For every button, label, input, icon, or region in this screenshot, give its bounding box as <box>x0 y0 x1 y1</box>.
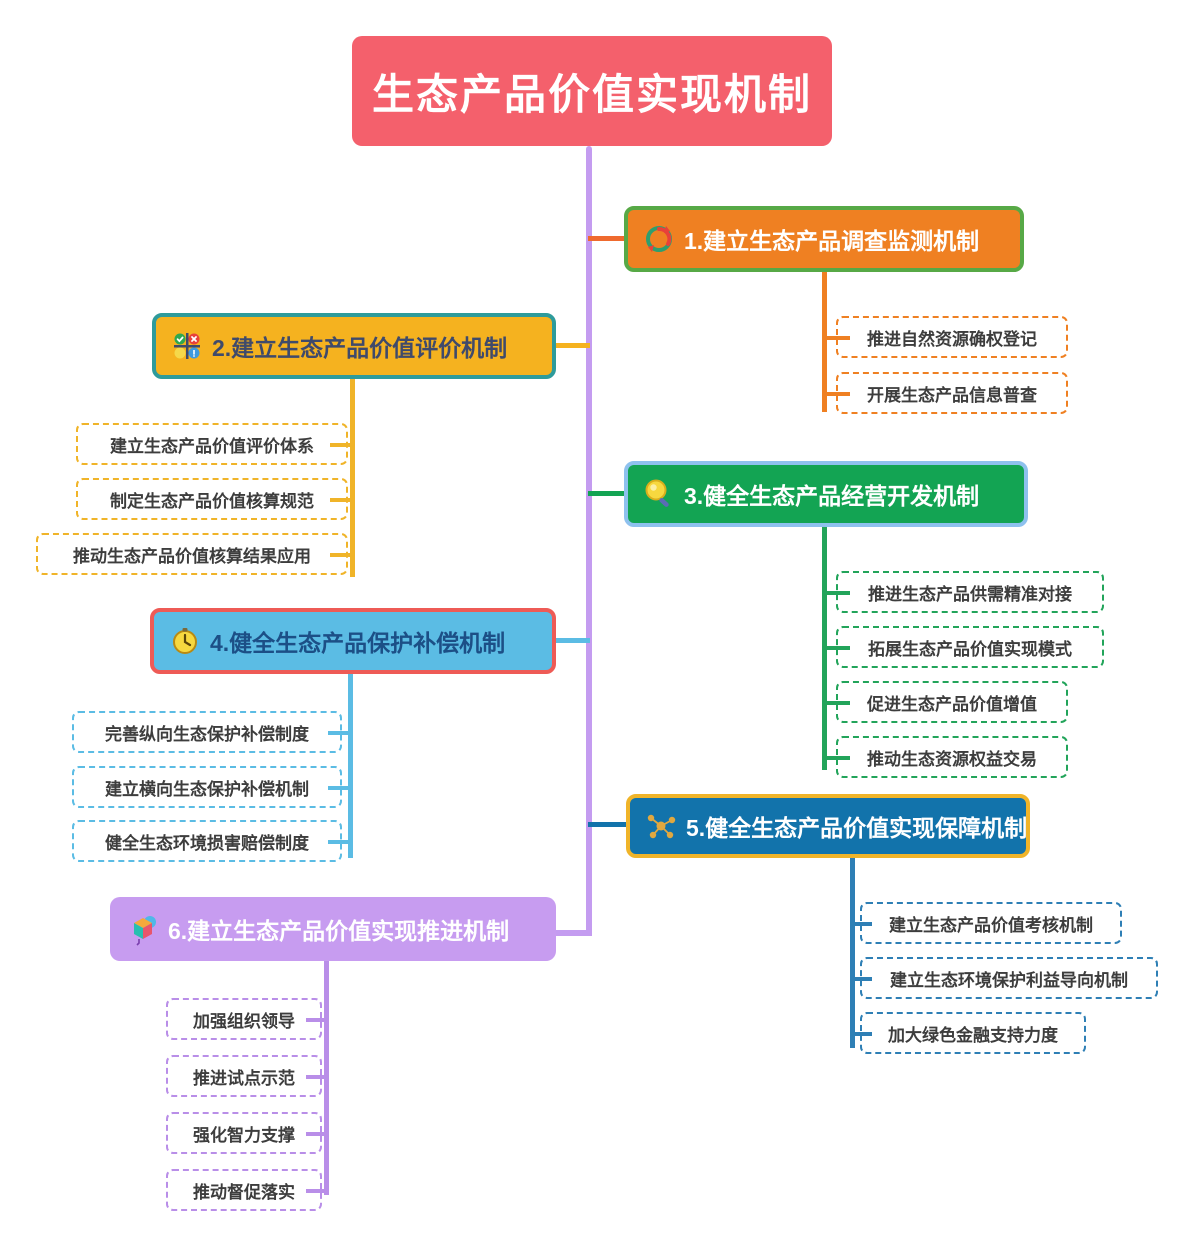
branch-label-5: 5.健全生态产品价值实现保障机制 <box>686 815 1028 841</box>
leaf-label-4-2: 建立横向生态保护补偿机制 <box>105 779 309 799</box>
leaf-label-5-1: 建立生态产品价值考核机制 <box>889 915 1093 935</box>
recycle-icon <box>642 222 676 256</box>
leaf-node-6-1[interactable]: 加强组织领导 <box>166 998 322 1040</box>
leaf-label-2-2: 制定生态产品价值核算规范 <box>110 491 314 511</box>
branch-node-5[interactable]: 5.健全生态产品价值实现保障机制 <box>626 794 1030 858</box>
leaf-label-4-1: 完善纵向生态保护补偿制度 <box>105 724 309 744</box>
leaf-label-1-1: 推进自然资源确权登记 <box>867 329 1037 349</box>
spine-branch-5 <box>850 858 855 1048</box>
leaf-node-6-4[interactable]: 推动督促落实 <box>166 1169 322 1211</box>
connector-branch-6 <box>552 930 592 936</box>
connector-branch-4 <box>552 638 590 643</box>
leaf-node-5-2[interactable]: 建立生态环境保护利益导向机制 <box>860 957 1158 999</box>
stub-6-2 <box>306 1075 328 1079</box>
leaf-node-4-1[interactable]: 完善纵向生态保护补偿制度 <box>72 711 342 753</box>
branch-node-1[interactable]: 1.建立生态产品调查监测机制 <box>624 206 1024 272</box>
connector-branch-5 <box>588 822 628 827</box>
leaf-node-3-2[interactable]: 拓展生态产品价值实现模式 <box>836 626 1104 668</box>
leaf-label-6-4: 推动督促落实 <box>193 1182 295 1202</box>
leaf-label-3-4: 推动生态资源权益交易 <box>867 749 1037 769</box>
leaf-node-1-1[interactable]: 推进自然资源确权登记 <box>836 316 1068 358</box>
leaf-node-5-3[interactable]: 加大绿色金融支持力度 <box>860 1012 1086 1054</box>
connector-branch-1 <box>588 236 628 241</box>
branch-label-1: 1.建立生态产品调查监测机制 <box>684 228 980 254</box>
spine-branch-1 <box>822 272 827 412</box>
stub-2-1 <box>330 443 354 447</box>
stub-2-2 <box>330 498 354 502</box>
spine-branch-4 <box>348 674 353 858</box>
stub-6-1 <box>306 1018 328 1022</box>
network-nodes-icon <box>644 809 678 843</box>
branch-label-2: 2.建立生态产品价值评价机制 <box>212 335 508 361</box>
stub-2-3 <box>330 553 354 557</box>
leaf-node-3-3[interactable]: 促进生态产品价值增值 <box>836 681 1068 723</box>
stub-6-3 <box>306 1132 328 1136</box>
leaf-node-2-1[interactable]: 建立生态产品价值评价体系 <box>76 423 348 465</box>
leaf-label-5-2: 建立生态环境保护利益导向机制 <box>890 970 1128 990</box>
branch-label-4: 4.健全生态产品保护补偿机制 <box>210 630 506 656</box>
matrix-grid-icon <box>170 329 204 363</box>
leaf-node-4-2[interactable]: 建立横向生态保护补偿机制 <box>72 766 342 808</box>
leaf-node-6-3[interactable]: 强化智力支撑 <box>166 1112 322 1154</box>
branch-node-2[interactable]: 2.建立生态产品价值评价机制 <box>152 313 556 379</box>
branch-node-4[interactable]: 4.健全生态产品保护补偿机制 <box>150 608 556 674</box>
leaf-label-3-3: 促进生态产品价值增值 <box>867 694 1037 714</box>
root-title-label: 生态产品价值实现机制 <box>371 70 812 118</box>
clock-icon <box>168 624 202 658</box>
leaf-label-6-1: 加强组织领导 <box>193 1011 295 1031</box>
magnifier-icon <box>642 477 676 511</box>
leaf-node-4-3[interactable]: 健全生态环境损害赔偿制度 <box>72 820 342 862</box>
branch-label-3: 3.健全生态产品经营开发机制 <box>684 483 980 509</box>
leaf-node-5-1[interactable]: 建立生态产品价值考核机制 <box>860 902 1122 944</box>
leaf-node-6-2[interactable]: 推进试点示范 <box>166 1055 322 1097</box>
leaf-node-3-1[interactable]: 推进生态产品供需精准对接 <box>836 571 1104 613</box>
leaf-node-3-4[interactable]: 推动生态资源权益交易 <box>836 736 1068 778</box>
root-node[interactable]: 生态产品价值实现机制 <box>352 36 832 146</box>
leaf-node-2-3[interactable]: 推动生态产品价值核算结果应用 <box>36 533 348 575</box>
leaf-node-1-2[interactable]: 开展生态产品信息普查 <box>836 372 1068 414</box>
leaf-label-5-3: 加大绿色金融支持力度 <box>888 1025 1058 1045</box>
leaf-label-2-3: 推动生态产品价值核算结果应用 <box>73 546 311 566</box>
leaf-label-3-1: 推进生态产品供需精准对接 <box>868 584 1072 604</box>
leaf-label-4-3: 健全生态环境损害赔偿制度 <box>105 833 309 853</box>
cube-blocks-icon <box>126 912 160 946</box>
leaf-label-6-3: 强化智力支撑 <box>193 1125 295 1145</box>
leaf-node-2-2[interactable]: 制定生态产品价值核算规范 <box>76 478 348 520</box>
trunk-line <box>586 146 592 936</box>
spine-branch-2 <box>350 379 355 577</box>
connector-branch-2 <box>552 343 590 348</box>
branch-label-6: 6.建立生态产品价值实现推进机制 <box>168 918 510 944</box>
connector-branch-3 <box>588 491 628 496</box>
leaf-label-6-2: 推进试点示范 <box>193 1068 295 1088</box>
leaf-label-2-1: 建立生态产品价值评价体系 <box>110 436 314 456</box>
leaf-label-3-2: 拓展生态产品价值实现模式 <box>868 639 1072 659</box>
branch-node-6[interactable]: 6.建立生态产品价值实现推进机制 <box>110 897 556 961</box>
branch-node-3[interactable]: 3.健全生态产品经营开发机制 <box>624 461 1028 527</box>
leaf-label-1-2: 开展生态产品信息普查 <box>867 385 1037 405</box>
stub-6-4 <box>306 1189 328 1193</box>
